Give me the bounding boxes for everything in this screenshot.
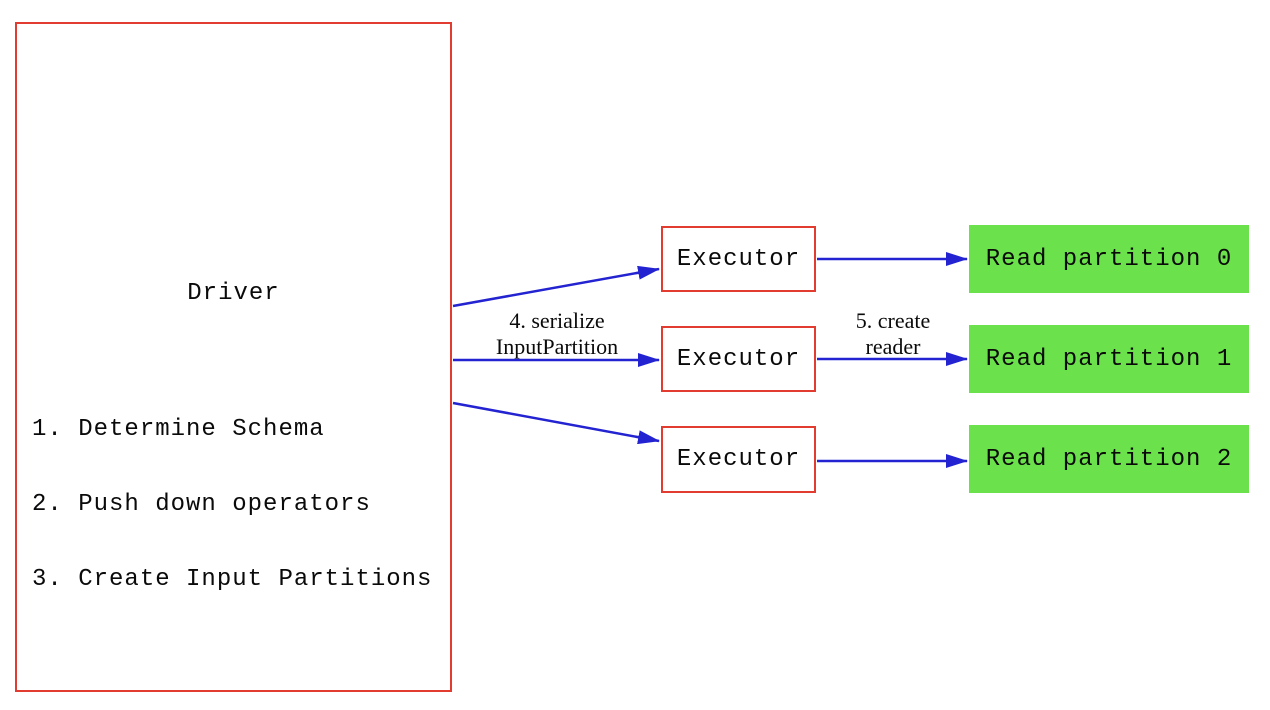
- read-partition-label-0: Read partition 0: [985, 245, 1233, 273]
- executor-box-2: Executor: [661, 326, 816, 392]
- driver-step-3: 3. Create Input Partitions: [32, 566, 433, 593]
- executor-box-3: Executor: [661, 426, 816, 493]
- arrow-driver-to-executor-3: [452, 401, 660, 445]
- executor-box-1: Executor: [661, 226, 816, 292]
- edge-label-create-reader-line2: reader: [865, 334, 921, 359]
- read-partition-label-2: Read partition 2: [985, 445, 1233, 473]
- edge-label-create-reader: 5. create reader: [783, 308, 1003, 360]
- driver-steps-list: 1. Determine Schema 2. Push down operato…: [32, 367, 432, 642]
- edge-label-serialize-line1: 4. serialize: [509, 308, 605, 333]
- arrow-driver-to-executor-1: [452, 265, 660, 308]
- executor-label-3: Executor: [676, 446, 801, 473]
- edge-label-serialize: 4. serialize InputPartition: [447, 308, 667, 360]
- executor-label-1: Executor: [676, 245, 801, 273]
- read-partition-box-2: Read partition 2: [969, 425, 1249, 493]
- read-partition-box-1: Read partition 1: [969, 325, 1249, 393]
- edge-label-create-reader-line1: 5. create: [855, 308, 931, 333]
- driver-box: Driver 1. Determine Schema 2. Push down …: [15, 22, 452, 692]
- read-partition-label-1: Read partition 1: [985, 345, 1233, 373]
- driver-step-1: 1. Determine Schema: [32, 416, 325, 443]
- driver-step-2: 2. Push down operators: [32, 491, 371, 518]
- driver-title: Driver: [187, 280, 280, 307]
- executor-label-2: Executor: [676, 345, 801, 373]
- read-partition-box-0: Read partition 0: [969, 225, 1249, 293]
- edge-label-serialize-line2: InputPartition: [495, 334, 619, 359]
